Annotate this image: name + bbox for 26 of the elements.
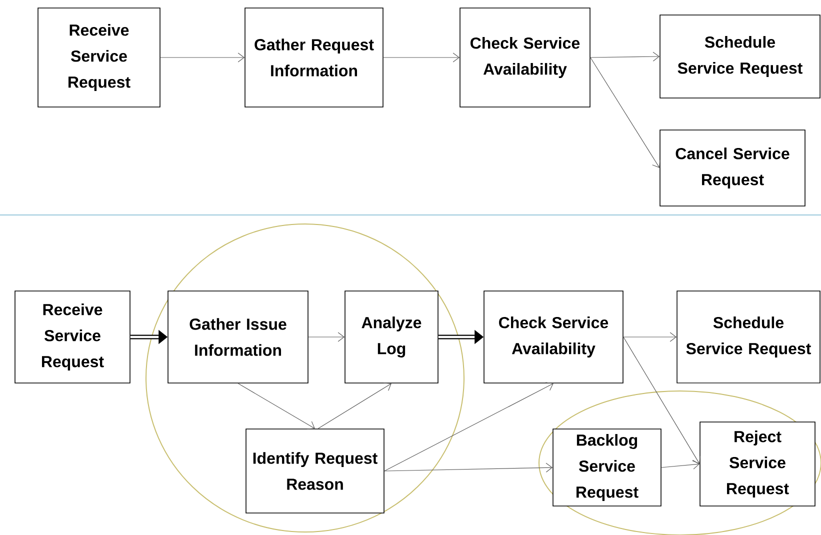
process-box: Reject Service Request (700, 422, 816, 506)
process-box: Schedule Service Request (676, 290, 820, 384)
process-box: Check Service Availability (484, 290, 624, 384)
process-box: Cancel Service Request (660, 130, 806, 206)
arrow (590, 52, 660, 62)
process-box: Schedule Service Request (660, 14, 820, 98)
arrow (160, 52, 245, 62)
process-box: Receive Service Request (14, 290, 130, 384)
arrow (238, 383, 315, 430)
arrow (384, 382, 554, 472)
arrow (318, 382, 392, 429)
process-box: Identify Request Reason (246, 428, 384, 514)
arrow (308, 332, 345, 342)
arrow (623, 336, 700, 464)
grouping-ellipse (146, 224, 464, 532)
process-box: Gather Issue Information (168, 290, 308, 384)
arrow (590, 57, 660, 168)
process-box: Check Service Availability (460, 8, 590, 108)
arrow (661, 460, 700, 470)
arrow (383, 52, 460, 62)
process-box: Analyze Log (344, 290, 438, 384)
arrow (623, 332, 677, 342)
process-box: Backlog Service Request (552, 428, 662, 506)
arrow (384, 462, 553, 472)
process-box: Gather Request Information (244, 8, 384, 108)
process-box: Receive Service Request (38, 8, 160, 108)
